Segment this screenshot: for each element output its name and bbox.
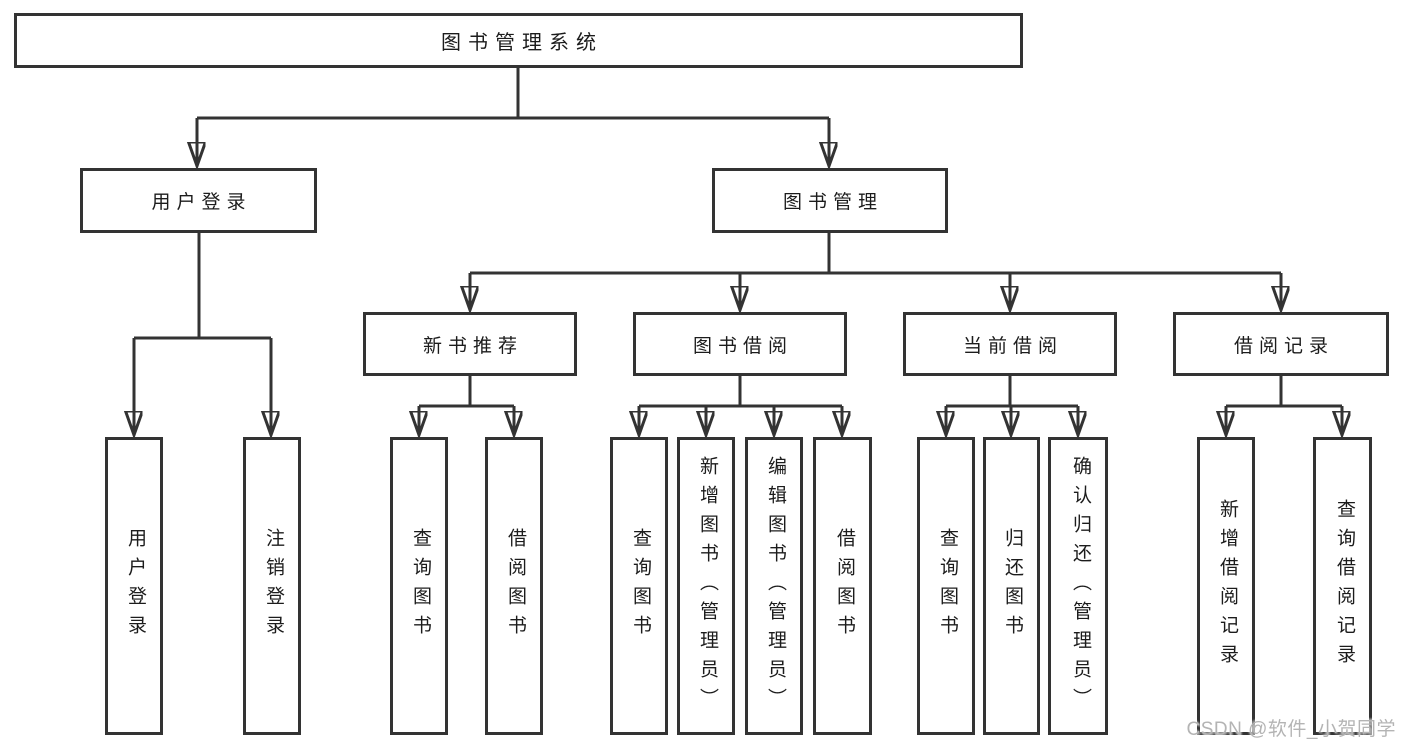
- leaf-current-query-books: 查询图书: [917, 437, 975, 735]
- node-current-borrow: 当前借阅: [903, 312, 1117, 376]
- node-user-login: 用户登录: [80, 168, 317, 233]
- node-root-system: 图书管理系统: [14, 13, 1023, 68]
- leaf-current-return-books: 归还图书: [983, 437, 1040, 735]
- leaf-record-add-record: 新增借阅记录: [1197, 437, 1255, 735]
- node-book-borrow: 图书借阅: [633, 312, 847, 376]
- csdn-watermark: CSDN @软件_小贺同学: [1186, 719, 1396, 740]
- leaf-recommend-query-books: 查询图书: [390, 437, 448, 735]
- leaf-recommend-borrow-books: 借阅图书: [485, 437, 543, 735]
- connector-bars: [134, 66, 1342, 408]
- leaf-user-login: 用户登录: [105, 437, 163, 735]
- leaf-current-confirm-return-admin: 确认归还（管理员）: [1048, 437, 1108, 735]
- leaf-borrow-borrow-books: 借阅图书: [813, 437, 872, 735]
- node-new-book-recommend: 新书推荐: [363, 312, 577, 376]
- node-book-management: 图书管理: [712, 168, 948, 233]
- leaf-borrow-add-books-admin: 新增图书（管理员）: [677, 437, 735, 735]
- leaf-borrow-query-books: 查询图书: [610, 437, 668, 735]
- leaf-record-query-record: 查询借阅记录: [1313, 437, 1372, 735]
- leaf-logout: 注销登录: [243, 437, 301, 735]
- leaf-borrow-edit-books-admin: 编辑图书（管理员）: [745, 437, 803, 735]
- node-borrow-record: 借阅记录: [1173, 312, 1389, 376]
